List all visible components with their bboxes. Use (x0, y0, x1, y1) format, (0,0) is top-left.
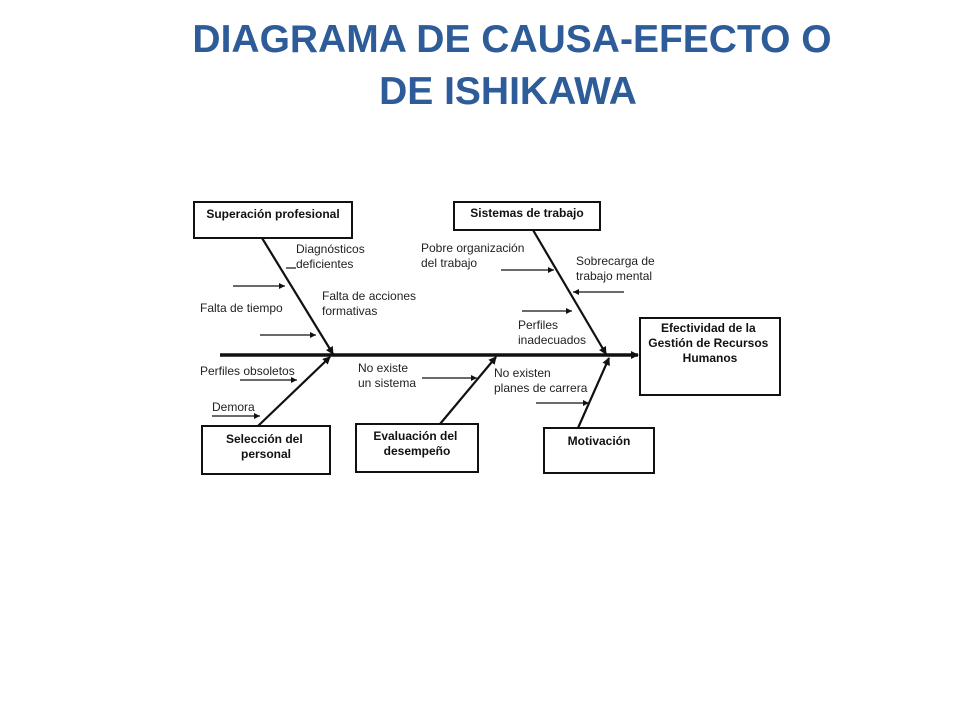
bone-sistemas (532, 229, 607, 355)
category-box-motivacion (543, 427, 655, 474)
cause-label-perfiles-inad: Perfiles inadecuados (518, 318, 586, 347)
cause-label-falta-tiempo: Falta de tiempo (200, 301, 283, 315)
cause-label-no-sistema: No existe un sistema (358, 361, 416, 390)
category-label-seleccion: Selección del personal (226, 432, 306, 461)
category-box-sistemas (453, 201, 601, 231)
cause-label-diagnosticos: Diagnósticos deficientes (296, 242, 368, 271)
effect-box (639, 317, 781, 396)
effect-label: Efectividad de la Gestión de Recursos Hu… (648, 321, 771, 365)
bone-evaluacion (439, 356, 497, 425)
cause-label-sobrecarga: Sobrecarga de trabajo mental (576, 254, 658, 283)
category-box-seleccion (201, 425, 331, 475)
category-label-sistemas: Sistemas de trabajo (470, 206, 583, 220)
cause-label-demora: Demora (212, 400, 255, 414)
page-title-line-2: DE ISHIKAWA (379, 70, 637, 113)
cause-label-falta-acciones: Falta de acciones formativas (322, 289, 419, 318)
category-box-evaluacion (355, 423, 479, 473)
cause-label-no-planes: No existen planes de carrera (494, 366, 588, 395)
category-label-motivacion: Motivación (568, 434, 631, 448)
cause-label-perfiles-obs: Perfiles obsoletos (200, 364, 295, 378)
category-label-superacion: Superación profesional (206, 207, 339, 221)
bone-motivacion (576, 357, 611, 429)
bone-seleccion (257, 356, 331, 427)
category-label-evaluacion: Evaluación del desempeño (373, 429, 460, 458)
category-box-superacion (193, 201, 353, 239)
page-title-line-1: DIAGRAMA DE CAUSA-EFECTO O (192, 18, 832, 61)
bone-superacion (261, 237, 334, 355)
cause-label-pobre-org: Pobre organización del trabajo (421, 241, 528, 270)
